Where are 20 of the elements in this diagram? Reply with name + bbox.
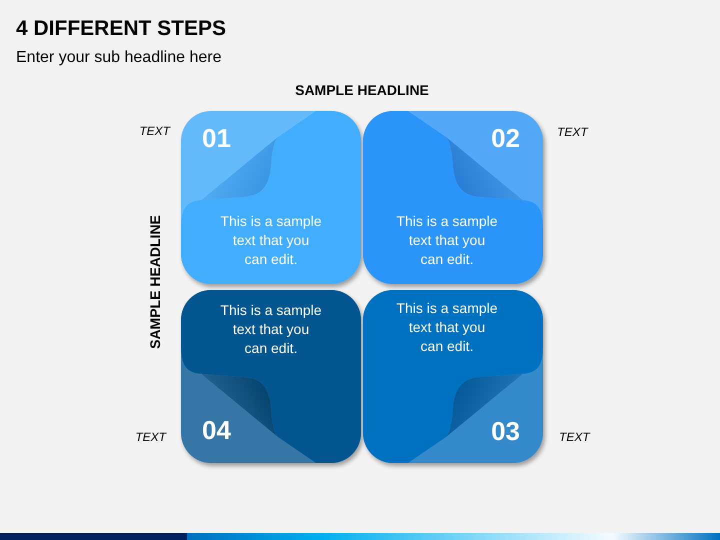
step-tile [181, 290, 361, 463]
sub-headline: Enter your sub headline here [16, 48, 222, 68]
side-note: TEXT [557, 124, 588, 140]
step-number: 02 [491, 125, 520, 151]
step-text: This is a sample text that you can edit. [220, 212, 322, 269]
step-number: 03 [491, 418, 520, 444]
side-note: TEXT [559, 429, 590, 445]
step-text: This is a sample text that you can edit. [396, 212, 498, 269]
step-text: This is a sample text that you can edit. [220, 301, 322, 358]
step-tile [363, 290, 543, 463]
step-number: 04 [202, 417, 231, 443]
side-note: TEXT [139, 123, 170, 139]
step-tile [363, 111, 543, 284]
step-tile [181, 111, 361, 284]
row-headline: SAMPLE HEADLINE [146, 215, 164, 349]
side-note: TEXT [135, 429, 166, 445]
step-number: 01 [202, 125, 231, 151]
slide-title: 4 DIFFERENT STEPS [16, 16, 226, 42]
step-text: This is a sample text that you can edit. [396, 299, 498, 356]
column-headline: SAMPLE HEADLINE [295, 81, 429, 99]
